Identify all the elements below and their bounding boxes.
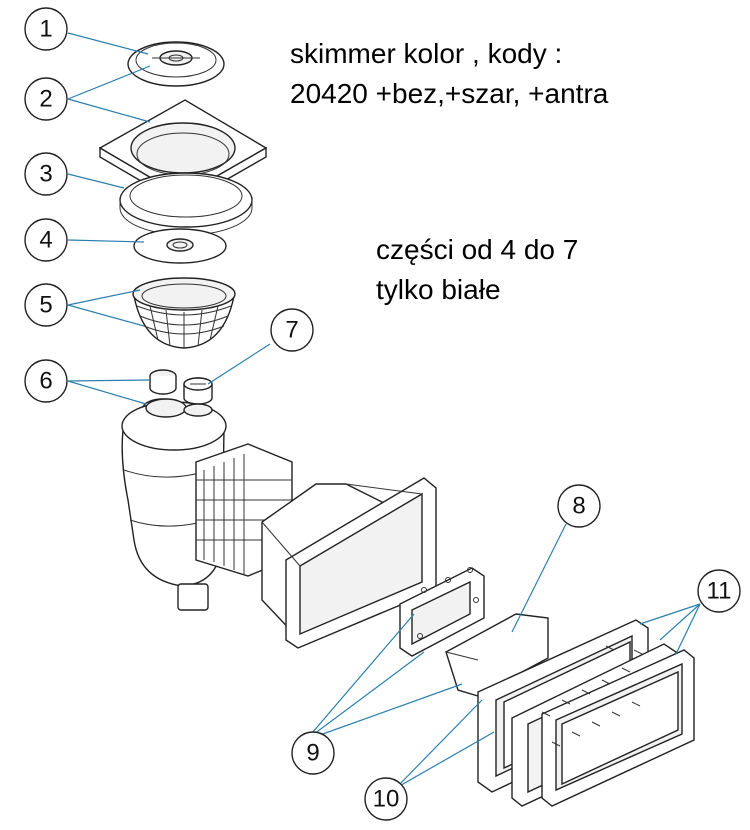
callout-10: 10: [364, 777, 408, 821]
part-basket: [132, 277, 236, 349]
color-codes-line-2: 20420 +bez,+szar, +antra: [290, 78, 609, 109]
svg-text:5: 5: [39, 292, 52, 319]
leader-lines: [67, 32, 701, 789]
parts-note-line-2: tylko białe: [376, 274, 501, 305]
svg-text:1: 1: [39, 16, 52, 43]
part-face-plate: [541, 649, 695, 807]
svg-text:9: 9: [306, 740, 319, 767]
svg-text:4: 4: [39, 227, 52, 254]
callout-7: 7: [270, 308, 314, 352]
part-weir-flap: [445, 613, 549, 697]
part-lid: [127, 41, 225, 87]
part-disc: [133, 228, 227, 264]
part-small-frame: [399, 567, 485, 657]
color-codes-line-1: skimmer kolor , kody :: [290, 38, 563, 69]
svg-text:10: 10: [373, 786, 400, 813]
callout-2: 2: [24, 77, 68, 121]
svg-text:6: 6: [39, 368, 52, 395]
svg-text:3: 3: [39, 161, 52, 188]
callout-4: 4: [24, 218, 68, 262]
svg-text:2: 2: [39, 86, 52, 113]
callout-3: 3: [24, 152, 68, 196]
part-ring: [119, 172, 253, 236]
callout-1: 1: [24, 7, 68, 51]
svg-text:11: 11: [707, 578, 732, 605]
svg-text:8: 8: [572, 493, 585, 520]
callout-6: 6: [24, 359, 68, 403]
callout-9: 9: [291, 731, 335, 775]
callout-5: 5: [24, 283, 68, 327]
parts-note-line-1: części od 4 do 7: [376, 234, 579, 265]
svg-text:7: 7: [285, 317, 298, 344]
screws: [541, 645, 643, 747]
callout-11: 11: [697, 569, 741, 613]
part-vacuum-cap: [183, 377, 213, 405]
callout-8: 8: [557, 484, 601, 528]
